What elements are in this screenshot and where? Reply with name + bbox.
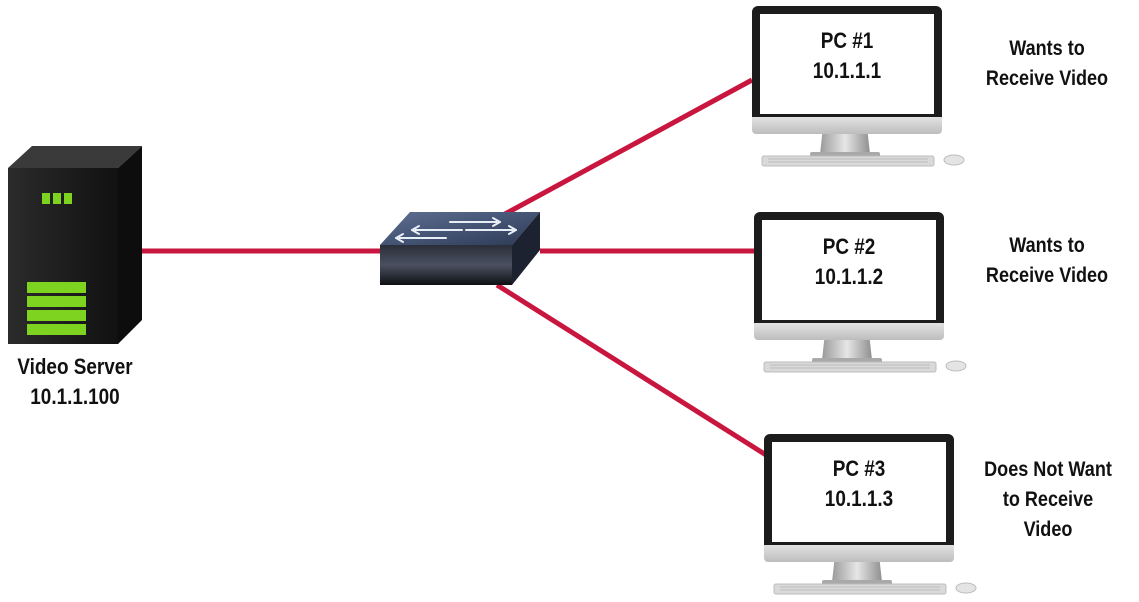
server-ip: 10.1.1.100 xyxy=(30,384,120,409)
switch-icon xyxy=(380,212,540,285)
server-icon xyxy=(8,146,142,344)
pc3-ip: 10.1.1.3 xyxy=(824,486,894,511)
pc3-screen-label: PC #3 10.1.1.3 xyxy=(784,454,934,514)
link-switch-pc3 xyxy=(495,282,768,458)
pc1-status: Wants to Receive Video xyxy=(974,34,1120,94)
pc3-status: Does Not Want to Receive Video xyxy=(971,455,1126,545)
link-switch-pc1 xyxy=(503,77,754,217)
pc3-name: PC #3 xyxy=(832,456,886,481)
pc3-status-line-3: Video xyxy=(1023,518,1073,541)
pc2-status-line-1: Wants to xyxy=(1009,234,1085,257)
pc2-status-line-2: Receive Video xyxy=(985,264,1109,287)
pc1-screen-label: PC #1 10.1.1.1 xyxy=(772,26,922,86)
pc3-status-line-2: to Receive xyxy=(1002,488,1094,511)
pc1-status-line-2: Receive Video xyxy=(985,67,1109,90)
pc2-status: Wants to Receive Video xyxy=(974,231,1120,291)
pc1-status-line-1: Wants to xyxy=(1009,37,1085,60)
server-label: Video Server 10.1.1.100 xyxy=(2,352,148,412)
server-name: Video Server xyxy=(17,354,133,379)
pc2-screen-label: PC #2 10.1.1.2 xyxy=(774,232,924,292)
pc1-name: PC #1 xyxy=(820,28,874,53)
pc3-status-line-1: Does Not Want xyxy=(984,458,1112,481)
pc1-ip: 10.1.1.1 xyxy=(812,58,882,83)
pc2-ip: 10.1.1.2 xyxy=(814,264,884,289)
pc2-name: PC #2 xyxy=(822,234,876,259)
